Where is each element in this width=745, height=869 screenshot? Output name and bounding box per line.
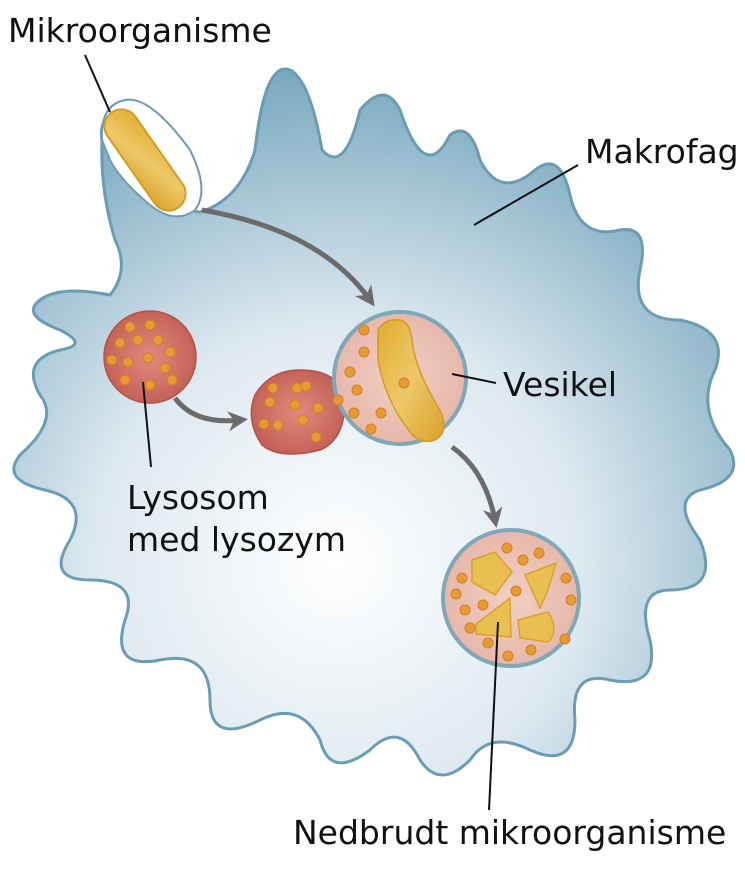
arrow-lysosome-fuse bbox=[172, 396, 248, 432]
label-microorganism: Mikroorganisme bbox=[8, 11, 272, 50]
enzyme-dot bbox=[144, 379, 156, 391]
enzyme-dot bbox=[464, 622, 476, 634]
enzyme-dot bbox=[122, 356, 134, 368]
leader-degraded bbox=[488, 621, 499, 811]
enzyme-dot bbox=[119, 374, 131, 386]
label-lysosome-line1: Lysosom bbox=[127, 478, 269, 517]
enzyme-dot bbox=[477, 599, 489, 611]
enzyme-dot bbox=[560, 572, 572, 584]
label-lysosome-line2: med lysozym bbox=[127, 520, 346, 559]
enzyme-dot bbox=[132, 334, 144, 346]
enzyme-dot bbox=[124, 321, 136, 333]
enzyme-dot bbox=[398, 377, 410, 389]
enzyme-dot bbox=[375, 407, 387, 419]
enzyme-dot bbox=[559, 633, 571, 645]
enzyme-dot bbox=[166, 374, 178, 386]
enzyme-dot bbox=[348, 407, 360, 419]
enzyme-dot bbox=[510, 585, 522, 597]
label-vesicle: Vesikel bbox=[503, 365, 618, 404]
enzyme-dot bbox=[144, 319, 156, 331]
lysozyme-dots bbox=[106, 319, 178, 391]
leader-macrophage bbox=[473, 164, 579, 226]
enzyme-dot bbox=[351, 384, 363, 396]
label-degraded: Nedbrudt mikroorganisme bbox=[293, 813, 727, 852]
enzyme-dot bbox=[142, 352, 154, 364]
enzyme-dot bbox=[310, 431, 322, 443]
enzyme-dot bbox=[482, 637, 494, 649]
enzyme-dot bbox=[272, 419, 284, 431]
enzyme-dot bbox=[358, 324, 370, 336]
enzyme-dot bbox=[297, 414, 309, 426]
enzyme-dot bbox=[164, 346, 176, 358]
enzyme-dot bbox=[344, 366, 356, 378]
enzyme-dot bbox=[258, 418, 270, 430]
enzyme-dot bbox=[264, 396, 276, 408]
microorganism-fragments bbox=[471, 551, 558, 643]
leader-microorganism bbox=[84, 54, 111, 113]
enzyme-dot bbox=[291, 382, 303, 394]
enzyme-dot bbox=[152, 334, 164, 346]
microorganism bbox=[103, 108, 187, 212]
enzyme-dot bbox=[332, 394, 344, 406]
leader-lysosome bbox=[142, 381, 152, 468]
enzyme-dot bbox=[267, 382, 279, 394]
enzyme-dot bbox=[365, 423, 377, 435]
enzyme-dot bbox=[501, 542, 513, 554]
enzyme-dot bbox=[450, 588, 462, 600]
enzyme-dot bbox=[533, 547, 545, 559]
vesicle-microorganism bbox=[377, 318, 445, 443]
fusing-lysosome bbox=[250, 369, 346, 455]
enzyme-dot bbox=[312, 402, 324, 414]
enzyme-dot bbox=[456, 572, 468, 584]
enzyme-dot bbox=[565, 594, 577, 606]
arrow-to-vesicle bbox=[201, 207, 375, 307]
leader-vesicle bbox=[451, 373, 497, 384]
label-macrophage: Makrofag bbox=[585, 132, 739, 171]
enzyme-dot bbox=[106, 354, 118, 366]
arrow-to-degraded bbox=[450, 444, 503, 528]
enzyme-dot bbox=[525, 644, 537, 656]
enzyme-dot bbox=[289, 399, 301, 411]
enzyme-dot bbox=[517, 554, 529, 566]
enzyme-dot bbox=[159, 362, 171, 374]
enzyme-dot bbox=[300, 380, 312, 392]
enzyme-dot bbox=[114, 337, 126, 349]
enzyme-dot bbox=[502, 650, 514, 662]
enzyme-dot bbox=[358, 346, 370, 358]
enzyme-dot bbox=[459, 604, 471, 616]
